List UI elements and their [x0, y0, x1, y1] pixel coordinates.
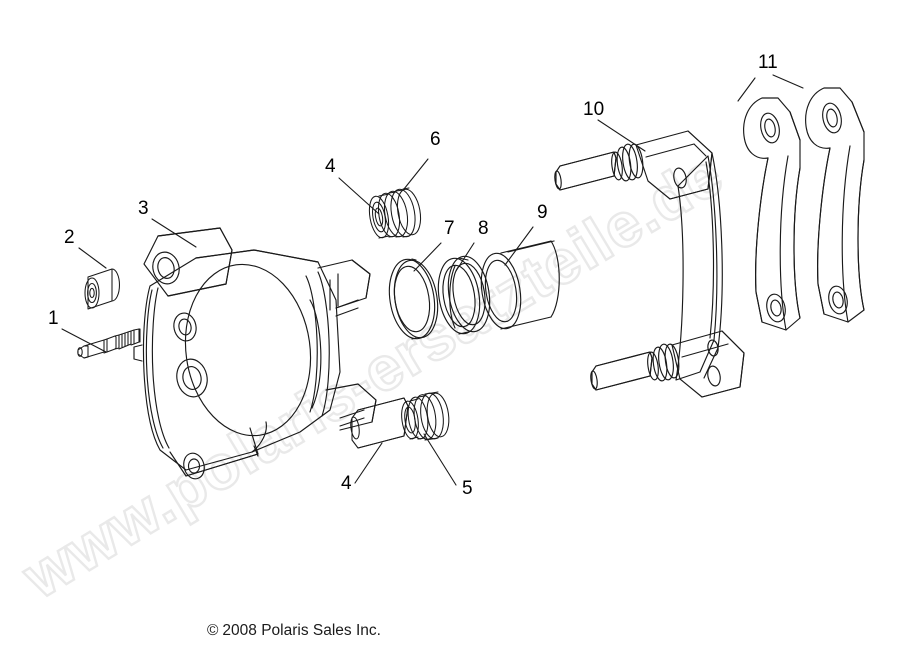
part-brake-pad-outer [805, 87, 865, 323]
callout-4-top: 4 [325, 156, 336, 177]
leader-7 [413, 242, 442, 272]
leader-lines [61, 74, 804, 486]
leader-5 [423, 433, 457, 486]
callout-9: 9 [537, 202, 548, 223]
part-mounting-bracket [554, 130, 745, 398]
callout-10: 10 [583, 99, 604, 120]
leader-10 [597, 119, 646, 152]
leader-8 [455, 242, 475, 272]
callout-3: 3 [138, 198, 149, 219]
callout-1: 1 [48, 308, 59, 329]
leader-4-bottom [354, 442, 383, 484]
copyright-notice: ©2008 Polaris Sales Inc. [207, 622, 381, 639]
callout-4-bottom: 4 [341, 473, 352, 494]
leader-11-b [772, 74, 804, 89]
callout-8: 8 [478, 218, 489, 239]
copyright-symbol: © [207, 622, 219, 639]
part-piston-seal [437, 255, 491, 335]
leader-1 [61, 328, 107, 353]
callout-labels: 1 2 3 4 6 7 8 9 10 11 4 5 [48, 52, 778, 499]
leader-4-top [338, 177, 380, 215]
callout-11: 11 [758, 52, 778, 73]
leader-11-a [737, 77, 756, 102]
svg-text:©2008 Polaris Sales Inc.: ©2008 Polaris Sales Inc. [207, 622, 381, 639]
part-bleeder-screw [77, 328, 141, 359]
callout-6: 6 [430, 129, 441, 150]
callout-5: 5 [462, 478, 473, 499]
leader-9 [504, 226, 534, 266]
leader-2 [78, 247, 107, 269]
copyright-text: 2008 Polaris Sales Inc. [222, 622, 381, 639]
callout-7: 7 [444, 218, 455, 239]
leader-6 [403, 158, 429, 190]
callout-2: 2 [64, 227, 75, 248]
part-piston [480, 240, 560, 330]
part-slide-pin-lower [350, 391, 450, 449]
part-brake-pad-inner [743, 97, 801, 331]
leader-3 [151, 218, 197, 248]
part-caliper-body [133, 227, 377, 480]
part-bleeder-cap [84, 268, 120, 310]
part-dust-seal [388, 258, 439, 340]
